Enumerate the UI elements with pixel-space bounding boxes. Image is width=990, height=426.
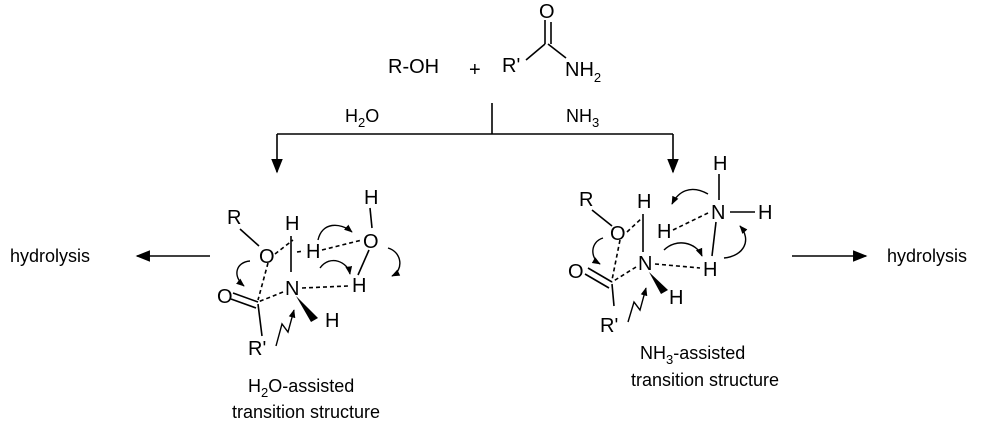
- left-r: R: [227, 207, 241, 229]
- left-o-alcohol: O: [259, 246, 275, 268]
- right-product-label: hydrolysis: [887, 246, 967, 266]
- alcohol-formula: R-OH: [388, 56, 439, 78]
- amide-c-r-bond: [525, 43, 546, 61]
- left-co-bond-1: [232, 292, 259, 303]
- left-h-hbond-a: [296, 250, 305, 253]
- left-h-water-top: H: [364, 187, 378, 209]
- right-h-n-wedge: H: [669, 287, 683, 309]
- left-h-ow-hbond: [321, 239, 363, 251]
- left-curly-arrow-2: [317, 224, 353, 241]
- right-oh-hbond: [626, 217, 643, 233]
- reactants: R-OH + R' O NH2: [388, 1, 601, 85]
- right-n: N: [638, 253, 652, 275]
- right-r-prime: R': [600, 315, 618, 337]
- left-o-carbonyl: O: [217, 286, 233, 308]
- right-h-amm-right: H: [758, 202, 772, 224]
- right-o-c-forming: [611, 239, 621, 281]
- left-product-label: hydrolysis: [10, 246, 90, 266]
- right-caption-line2: transition structure: [631, 370, 779, 390]
- left-n-c-forming: [257, 291, 284, 303]
- left-curly-arrow-4: [387, 247, 401, 277]
- left-co-bond-2: [230, 298, 257, 309]
- right-r-o-bond: [591, 209, 613, 227]
- right-curly-arrow-3: [663, 242, 703, 257]
- right-attack-arrow: [627, 287, 648, 323]
- right-r: R: [579, 189, 593, 211]
- right-co-bond-1: [587, 267, 613, 283]
- left-h-nw: H: [352, 275, 366, 297]
- right-o-carbonyl: O: [568, 261, 584, 283]
- plus-sign: +: [469, 59, 481, 81]
- right-n-h-hbond: [654, 263, 701, 269]
- left-caption-line1: H2O-assisted: [248, 376, 354, 400]
- right-n-ammonia: N: [711, 202, 725, 224]
- amide-nitrogen: NH2: [565, 59, 601, 85]
- left-o-c-forming: [257, 262, 269, 301]
- right-n-wedge-bond: [649, 272, 668, 294]
- left-n: N: [285, 278, 299, 300]
- amide-r-prime: R': [502, 55, 520, 77]
- left-curly-arrow-1: [236, 260, 251, 287]
- left-branch-label: H2O: [345, 106, 379, 130]
- right-transition-structure: R O H H N H H H N H O R' hydrolysis NH3-…: [568, 153, 967, 390]
- left-hw-top-bond: [369, 207, 373, 229]
- left-n-wedge-bond: [296, 296, 318, 322]
- right-h-amm-top: H: [713, 153, 727, 175]
- right-n-h-bond: [711, 221, 717, 257]
- left-c-r-bond: [257, 303, 263, 337]
- right-co-bond-2: [584, 273, 610, 289]
- right-curly-arrow-2: [671, 188, 709, 205]
- left-h-oh: H: [285, 213, 299, 235]
- left-r-o-bond: [239, 228, 260, 247]
- right-h-oh: H: [637, 191, 651, 213]
- right-h-mid: H: [657, 221, 671, 243]
- right-caption-line1: NH3-assisted: [640, 343, 745, 367]
- left-oh-hbond: [274, 239, 294, 255]
- right-n-c-forming: [611, 266, 637, 283]
- left-transition-structure: hydrolysis R O H H N H O H H O R' H2O-as…: [10, 187, 401, 422]
- right-c-r-bond: [611, 283, 615, 307]
- amide-cn-bond: [547, 43, 567, 59]
- right-h-namm-hbond: [672, 212, 709, 231]
- left-hw-ow-bond: [357, 249, 370, 276]
- left-o-water: O: [363, 231, 379, 253]
- right-branch-label: NH3: [566, 106, 599, 130]
- right-h-nn: H: [703, 259, 717, 281]
- left-n-h-hbond: [301, 285, 349, 289]
- left-curly-arrow-3: [319, 259, 353, 275]
- amide-oxygen: O: [539, 1, 555, 23]
- left-h-w1: H: [306, 241, 320, 263]
- left-h-n-wedge: H: [325, 310, 339, 332]
- left-r-prime: R': [248, 338, 266, 360]
- left-caption-line2: transition structure: [232, 402, 380, 422]
- right-o-alcohol: O: [610, 223, 626, 245]
- branch-arrows: H2O NH3: [271, 103, 679, 174]
- right-curly-arrow-4: [723, 225, 748, 259]
- left-attack-arrow: [275, 309, 296, 347]
- right-curly-arrow-1: [591, 237, 604, 265]
